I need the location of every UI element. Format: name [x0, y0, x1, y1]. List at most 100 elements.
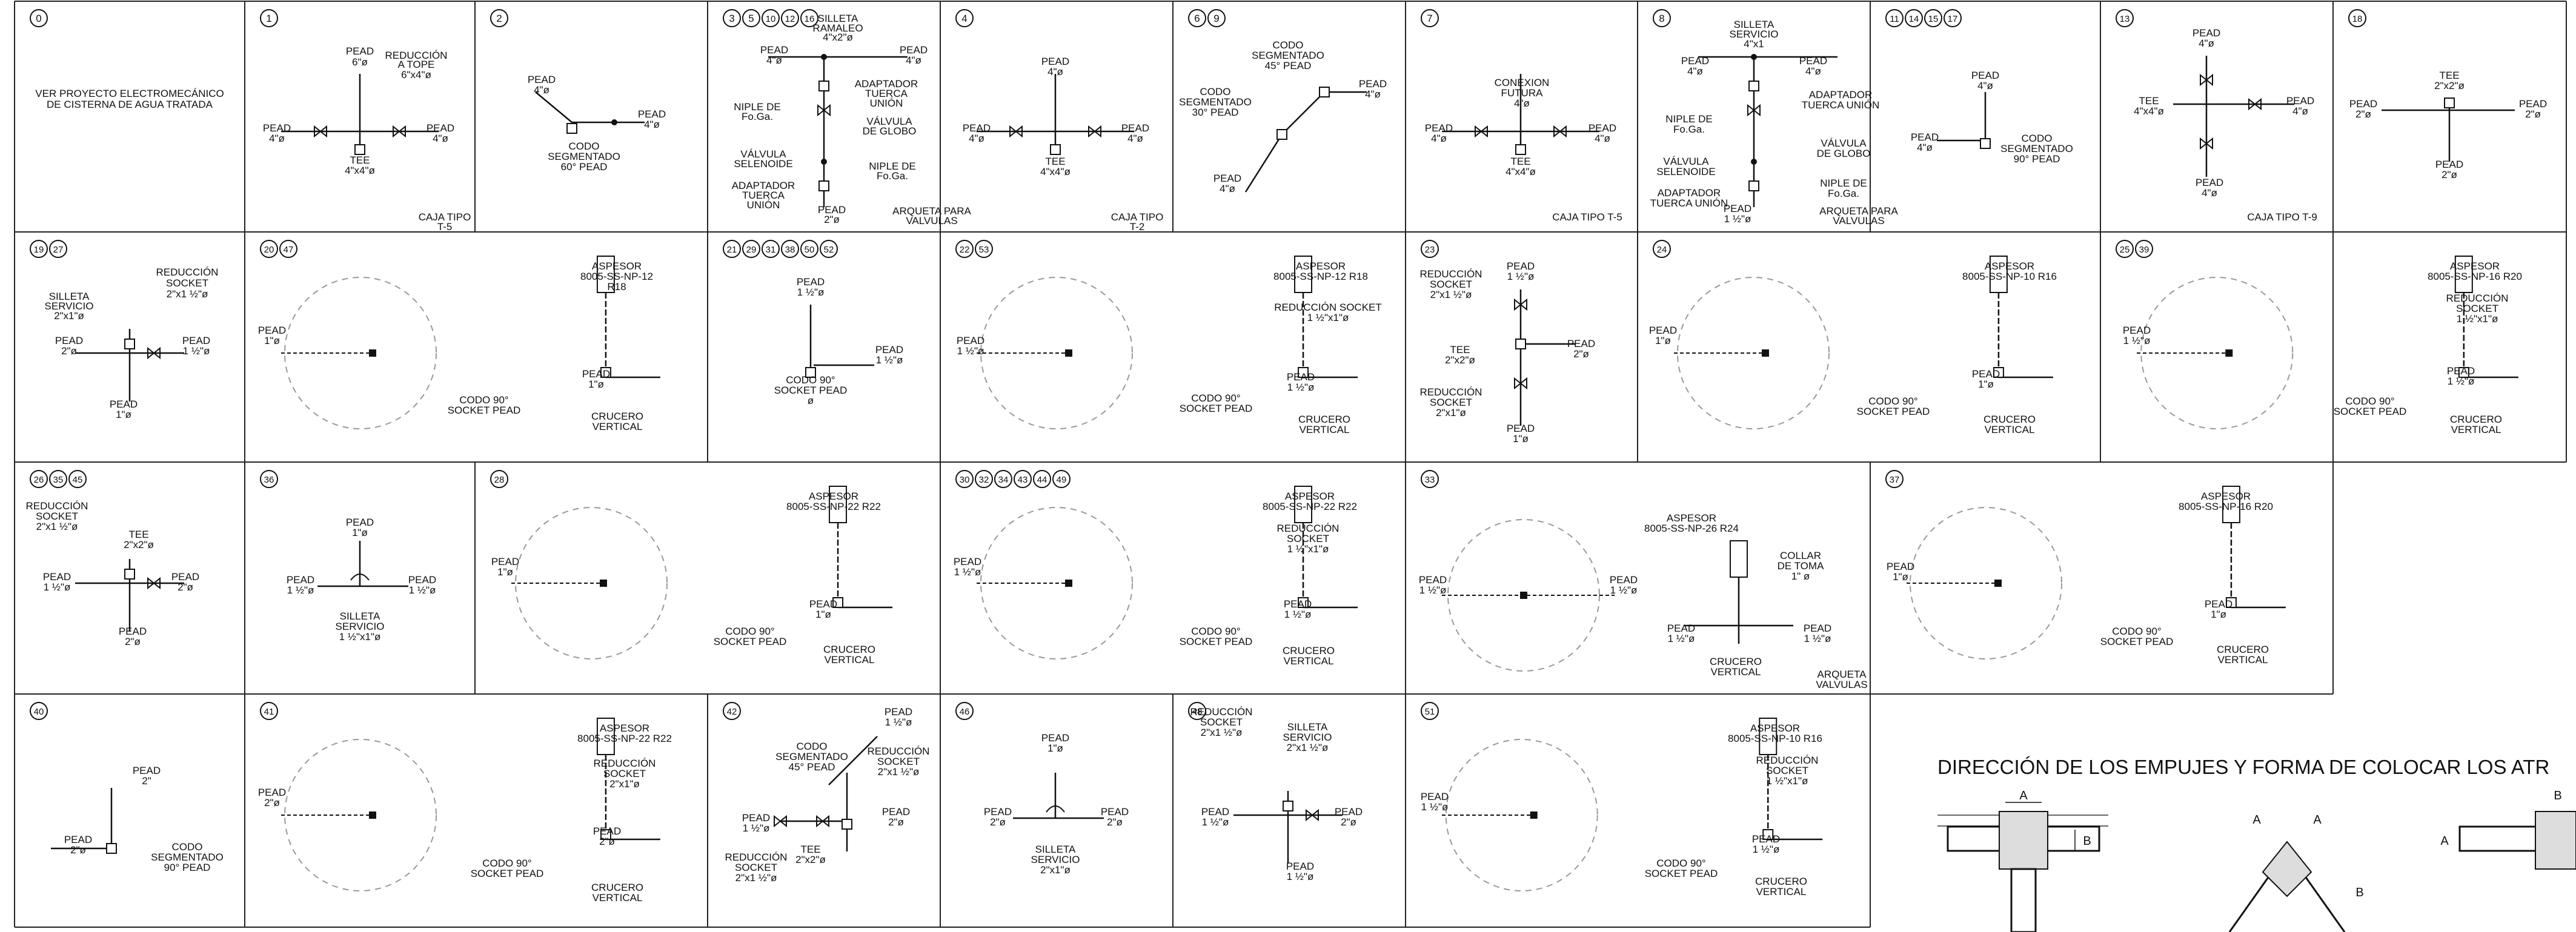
detail-number-circle: [1421, 702, 1439, 720]
detail-label: SEGMENTADO: [1179, 96, 1252, 108]
detail-label: SOCKET: [603, 768, 646, 779]
detail-label: 4"ø: [1687, 65, 1703, 77]
valve-symbol: [147, 577, 161, 590]
detail-number-circle: [723, 702, 741, 720]
sprinkler-head: [1994, 580, 2002, 587]
detail-label: PEAD: [2205, 598, 2232, 610]
detail-label: PEAD: [1359, 78, 1387, 90]
detail-label: PEAD: [809, 598, 837, 610]
detail-label: RAMALEO: [812, 22, 863, 34]
detail-label: 1 ½"ø: [1724, 213, 1751, 225]
pipe-line: [535, 91, 573, 123]
sprinkler-riser: [2454, 256, 2473, 293]
sprinkler-riser: [1294, 486, 1313, 523]
detail-label: 4"ø: [969, 133, 984, 144]
valve-symbol: [1306, 808, 1319, 822]
detail-number-circle: [1188, 9, 1206, 27]
detail-label: 4"ø: [1431, 133, 1447, 144]
detail-label: PEAD: [1507, 423, 1535, 434]
detail-label: PEAD: [1752, 833, 1780, 845]
detail-label: 1" ø: [1791, 570, 1810, 582]
detail-label: ø: [808, 395, 814, 406]
detail-label: PEAD: [263, 122, 291, 134]
detail-number: 5: [748, 13, 754, 24]
detail-label: PEAD: [760, 44, 788, 56]
detail-label: 4"ø: [1977, 80, 1993, 91]
valve-symbol: [1514, 298, 1527, 311]
detail-label: PEAD: [1567, 338, 1595, 349]
pipe-fitting: [1298, 367, 1309, 378]
detail-number-circle: [781, 240, 799, 258]
detail-label: TEE: [1450, 344, 1470, 355]
detail-label: 90° PEAD: [164, 862, 211, 873]
valve-symbol: [816, 815, 829, 828]
detail-number: 40: [34, 707, 44, 717]
detail-label: CODO 90°: [1191, 626, 1240, 637]
detail-label: SOCKET PEAD: [714, 636, 787, 647]
pipe-fitting: [124, 569, 135, 580]
detail-label: 30° PEAD: [1192, 107, 1239, 118]
detail-label: ARQUETA PARA: [1819, 205, 1898, 217]
detail-number-circle: [955, 470, 974, 488]
detail-label: CRUCERO: [1983, 414, 2036, 425]
sprinkler-riser: [1989, 256, 2008, 293]
detail-number: 0: [36, 13, 41, 24]
detail-label: SOCKET: [1287, 533, 1329, 544]
detail-label: ARQUETA PARA: [892, 205, 971, 217]
detail-label: SERVICIO: [336, 621, 385, 632]
detail-label: VERTICAL: [2218, 654, 2268, 666]
detail-label: REDUCCIÓN: [1756, 755, 1819, 766]
detail-label: SOCKET: [36, 511, 78, 522]
detail-number: 34: [998, 475, 1009, 485]
detail-label: FUTURA: [1501, 87, 1544, 99]
detail-label: PEAD: [818, 204, 846, 216]
detail-label: PEAD: [119, 626, 147, 637]
detail-number: 19: [34, 245, 44, 255]
sprinkler-riser: [596, 718, 615, 755]
detail-label: PEAD: [2349, 98, 2377, 110]
detail-number-circle: [1421, 240, 1439, 258]
detail-label: 1 ½"ø: [287, 584, 314, 596]
detail-label: SILLETA: [1287, 721, 1328, 733]
detail-label: 8005-SS-NP-12: [580, 271, 653, 282]
spray-radius: [2140, 277, 2294, 429]
detail-label: 1"ø: [264, 335, 280, 346]
detail-number: 45: [73, 475, 83, 485]
detail-label: ASPESOR: [2450, 260, 2500, 272]
detail-number: 7: [1427, 13, 1432, 24]
pipe-fitting: [821, 159, 827, 165]
detail-label: 45° PEAD: [1265, 60, 1312, 71]
detail-label: DE GLOBO: [1817, 148, 1871, 159]
detail-label: 2"ø: [125, 636, 141, 647]
detail-label: 4"x1: [1744, 38, 1764, 50]
detail-label: 1"ø: [116, 409, 131, 420]
detail-label: 8005-SS-NP-22 R22: [786, 501, 881, 512]
detail-label: 1 ½"x1"ø: [1307, 312, 1349, 323]
detail-label: 8005-SS-NP-22 R22: [577, 733, 672, 744]
detail-label: 2"x2"ø: [1445, 354, 1475, 366]
dimension-label: B: [2083, 835, 2091, 848]
detail-number: 20: [264, 245, 274, 255]
detail-label: SEGMENTADO: [151, 851, 224, 863]
sprinkler-riser: [1730, 540, 1748, 578]
detail-label: REDUCCIÓN: [1420, 386, 1482, 398]
detail-label: CRUCERO: [1755, 876, 1807, 887]
detail-label: ASPESOR: [600, 722, 649, 734]
detail-number: 28: [494, 475, 505, 485]
spray-radius: [1677, 277, 1830, 429]
detail-label: VERTICAL: [593, 892, 643, 904]
detail-label: NIPLE DE: [1820, 177, 1867, 189]
detail-label: CODO: [797, 741, 828, 752]
detail-label: 4"ø: [1514, 97, 1530, 109]
detail-number-circle: [260, 240, 278, 258]
sprinkler-head: [1065, 349, 1072, 357]
detail-label: PEAD: [64, 834, 92, 845]
detail-label: 4"x4"ø: [1040, 166, 1071, 177]
detail-number-circle: [762, 9, 780, 27]
detail-label: PEAD: [346, 517, 374, 528]
detail-label: 1 ½"x1"ø: [339, 631, 381, 643]
